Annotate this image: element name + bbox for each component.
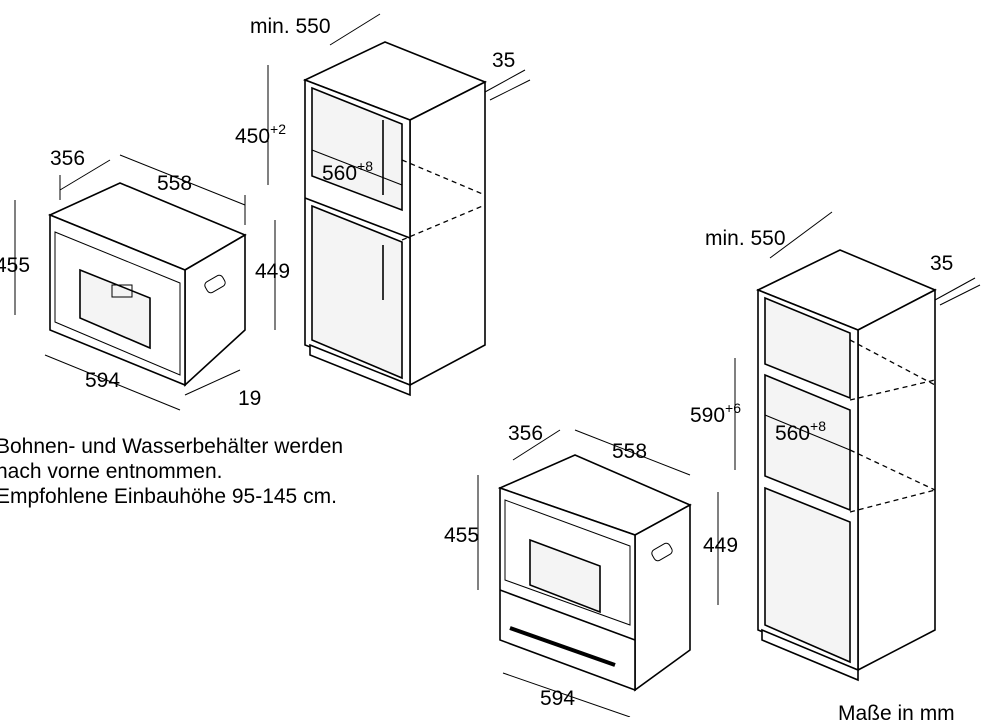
note-line: Bohnen- und Wasserbehälter werden [0, 435, 344, 458]
dimension-lines [14, 13, 981, 717]
cabinet-bottom [756, 249, 937, 682]
dim-panel-top: 35 [492, 49, 515, 72]
dim-niche-width-bottom: 560+8 [775, 418, 826, 445]
dim-depth-bottom: 356 [508, 422, 543, 445]
dim-height-body-top: 449 [255, 260, 290, 283]
appliance-top [47, 182, 247, 387]
cabinet-top [302, 41, 487, 397]
dim-height-body-bottom: 449 [703, 534, 738, 557]
dim-depth-top: 356 [50, 147, 85, 170]
dim-width-top: 558 [157, 172, 192, 195]
note-line: nach vorne entnommen. [0, 460, 223, 483]
installation-notes: Bohnen- und Wasserbehälter werden nach v… [0, 434, 343, 509]
dim-width-bottom: 558 [612, 440, 647, 463]
dim-width-front-top: 594 [85, 369, 120, 392]
dim-panel-bottom: 35 [930, 252, 953, 275]
dim-width-front-bottom: 594 [540, 687, 575, 710]
dim-niche-height-top: 450+2 [235, 121, 286, 148]
dim-niche-width-top: 560+8 [322, 158, 373, 185]
dim-height-front-top: 455 [0, 254, 30, 277]
dim-height-front-bottom: 455 [444, 524, 479, 547]
dim-cab-depth-bottom: min. 550 [705, 227, 786, 250]
dim-cab-depth-top: min. 550 [250, 15, 331, 38]
units-label: Maße in mm [838, 702, 955, 725]
dim-niche-height-bottom: 590+6 [690, 400, 741, 427]
appliance-bottom [497, 454, 692, 692]
note-line: Empfohlene Einbauhöhe 95-145 cm. [0, 485, 337, 508]
dim-offset-top: 19 [238, 387, 261, 410]
